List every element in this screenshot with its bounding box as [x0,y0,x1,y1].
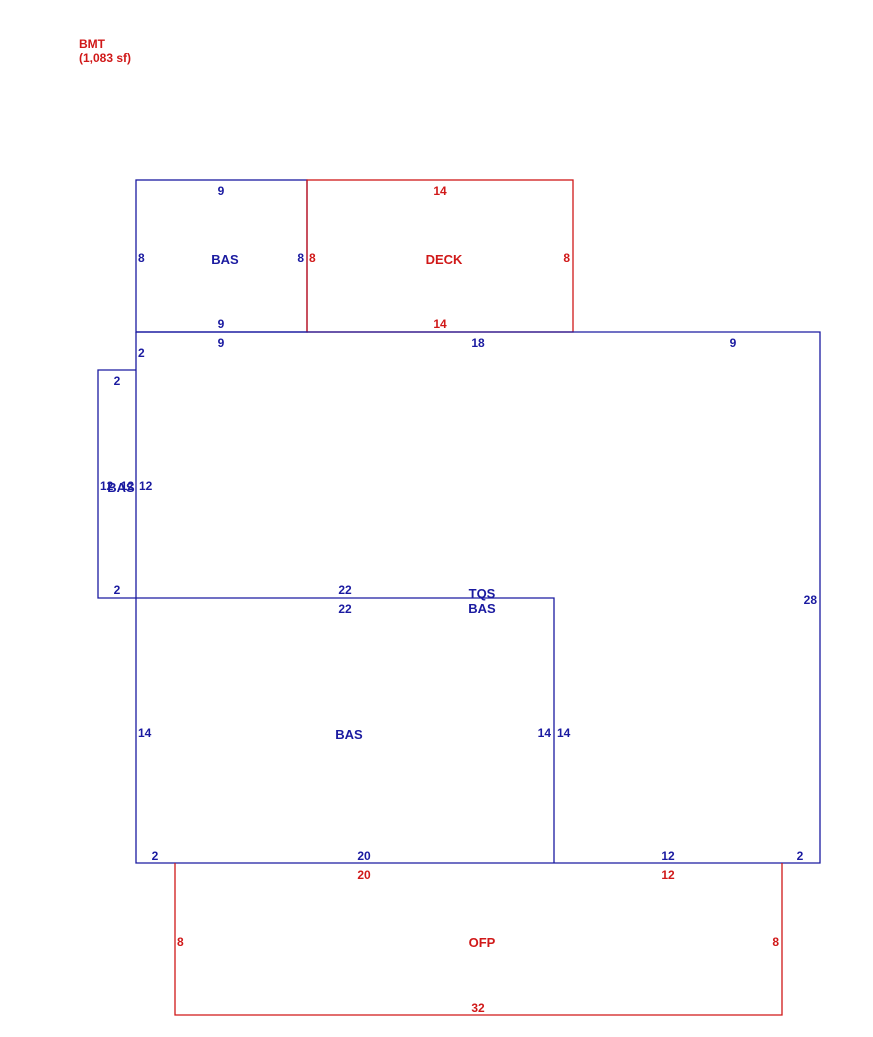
sketch-title: BMT [79,37,106,51]
dim-main-left-upper: 2 [138,346,145,360]
dim-side-top: 2 [114,374,121,388]
dim-main-top-right: 9 [730,336,737,350]
area-label-bas-main: BAS [468,601,496,616]
dim-bas-top-bottom: 9 [218,317,225,331]
dim-main-left-mid: 12 [139,479,153,493]
room-tqs-outline [135,331,821,864]
dim-lower-left: 14 [138,726,152,740]
area-label-bas-top: BAS [211,252,239,267]
area-label-ofp: OFP [469,935,496,950]
dim-side-bottom: 2 [114,583,121,597]
dim-main-top-mid: 18 [471,336,485,350]
dim-lower-right-inner: 14 [538,726,552,740]
room-ofp-outline [174,863,783,1016]
dim-main-right: 28 [804,593,818,607]
dim-step-top: 22 [338,583,352,597]
area-label-deck: DECK [426,252,463,267]
dim-deck-bottom: 14 [433,317,447,331]
dim-bottom-left-jog: 2 [152,849,159,863]
dim-ofp-right: 8 [772,935,779,949]
area-label-bas-side: BAS [107,480,135,495]
dim-deck-right: 8 [563,251,570,265]
dim-deck-left: 8 [309,251,316,265]
dim-bottom-right-jog: 2 [797,849,804,863]
dim-bas-top-top: 9 [218,184,225,198]
area-label-tqs: TQS [469,586,496,601]
dim-step-bottom: 22 [338,602,352,616]
dim-bottom-right: 12 [661,849,675,863]
room-bas-side-outline [97,369,136,599]
dim-bas-top-left: 8 [138,251,145,265]
dim-side-left: 12 [100,479,114,493]
dim-ofp-top-left: 20 [357,868,371,882]
dim-deck-top: 14 [433,184,447,198]
area-label-bas-lower: BAS [335,727,363,742]
dim-side-right: 12 [121,479,135,493]
dim-bottom-mid: 20 [357,849,371,863]
dim-lower-right-outer: 14 [557,726,571,740]
dim-ofp-top-right: 12 [661,868,675,882]
dim-ofp-left: 8 [177,935,184,949]
dim-main-top-left: 9 [218,336,225,350]
sketch-total-area: (1,083 sf) [79,51,131,65]
dim-ofp-bottom: 32 [471,1001,485,1015]
room-bas-lower-outline [136,597,555,863]
dim-bas-top-right: 8 [297,251,304,265]
